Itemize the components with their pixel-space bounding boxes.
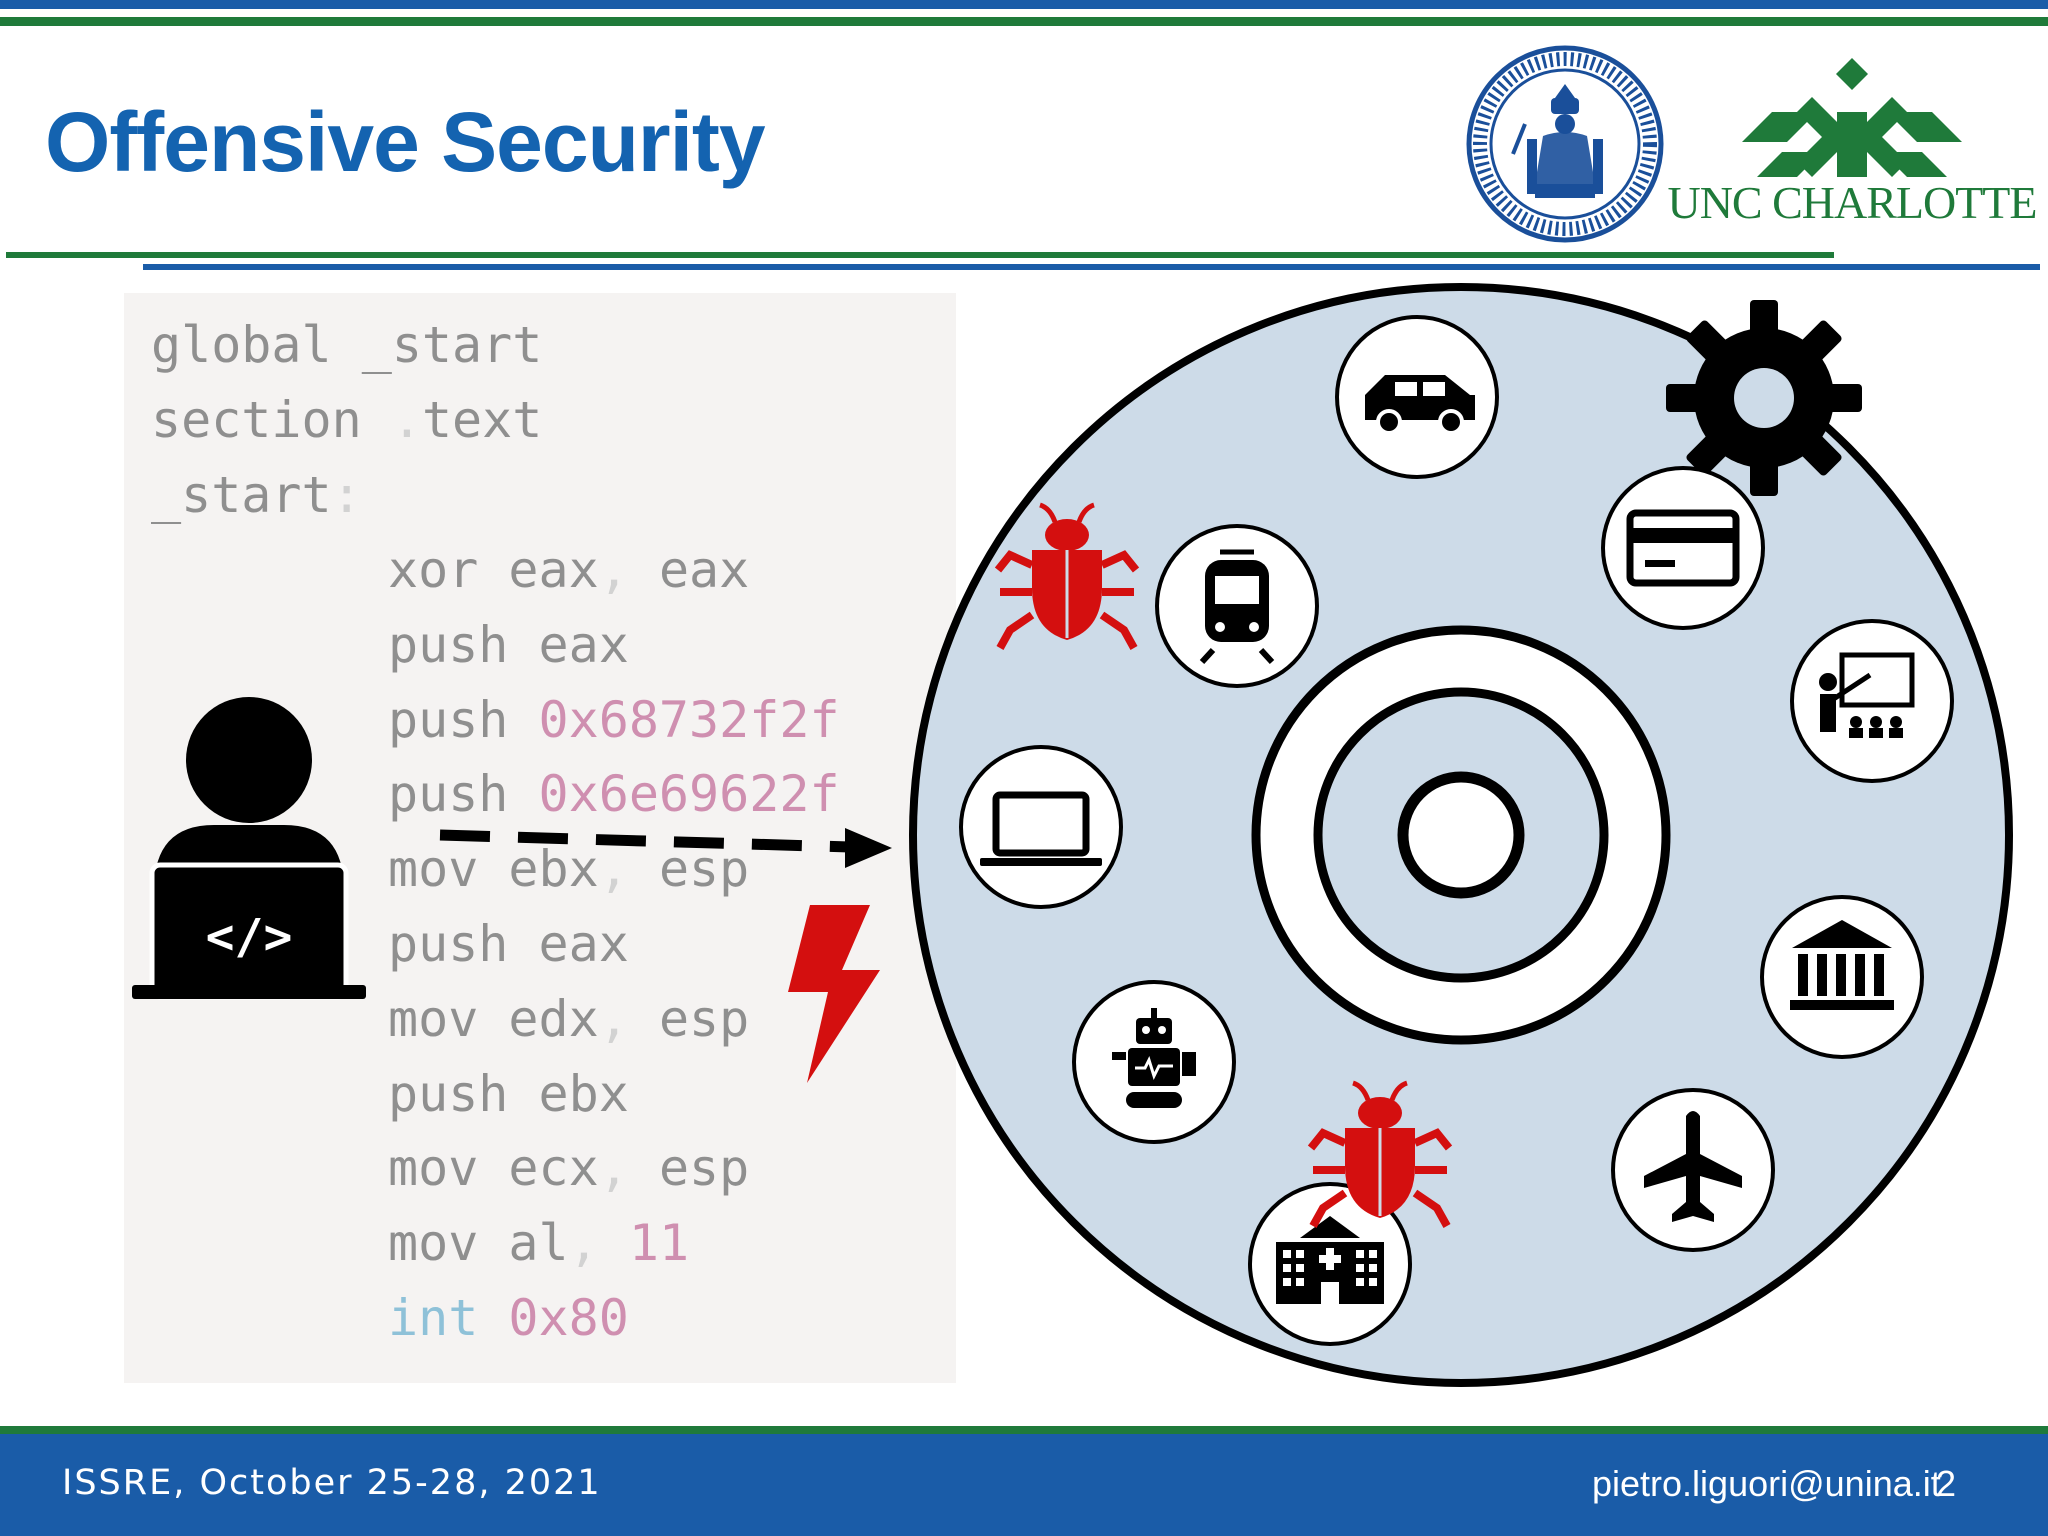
slide-title: Offensive Security [45,95,766,189]
robot-icon [1072,980,1236,1144]
disc-illustration [909,283,2013,1387]
footer-event: ISSRE, October 25-28, 2021 [62,1463,602,1503]
code-line: push 0x68732f2f [388,691,840,749]
top-bar-blue [0,0,2048,9]
hospital-icon [1248,1182,1412,1346]
code-line: push ebx [388,1065,629,1123]
train-icon [1155,524,1319,688]
code-line: int 0x80 [388,1289,629,1347]
unc-charlotte-text: UNC CHARLOTTE [1667,177,2037,228]
footer-bar [0,1434,2048,1536]
bug-icon [1307,1080,1453,1228]
credit-card-icon [1601,466,1765,630]
bug-icon [994,502,1140,650]
top-bar-green [0,17,2048,26]
car-icon [1335,315,1499,479]
code-line: _start: [151,466,362,524]
code-line: mov edx, esp [388,990,750,1048]
code-line: global _start [151,316,543,374]
unc-charlotte-logo [1742,58,1962,177]
code-line: mov al, 11 [388,1214,690,1272]
university-seal [1466,45,1664,243]
airplane-icon [1611,1088,1775,1252]
code-line: push 0x6e69622f [388,765,840,823]
code-line: push eax [388,616,629,674]
footer-divider [0,1426,2048,1434]
code-line: push eax [388,915,629,973]
code-line: mov ebx, esp [388,840,750,898]
svg-text:</>: </> [206,909,293,965]
bank-icon [1760,895,1924,1059]
laptop-icon [959,745,1123,909]
hacker-laptop-icon: </> [132,697,366,1000]
divider-blue [143,264,2040,270]
teacher-icon [1790,619,1954,783]
code-line: mov ecx, esp [388,1139,750,1197]
lightning-bolt-icon [788,905,880,1083]
code-line: xor eax, eax [388,541,750,599]
dashed-arrow-icon [439,828,892,868]
gear-icon [1666,300,1862,496]
code-line: section .text [151,391,543,449]
divider-green [6,252,1834,258]
footer-email: pietro.liguori@unina.it [1592,1463,1941,1504]
page-number: 2 [1936,1463,1957,1504]
